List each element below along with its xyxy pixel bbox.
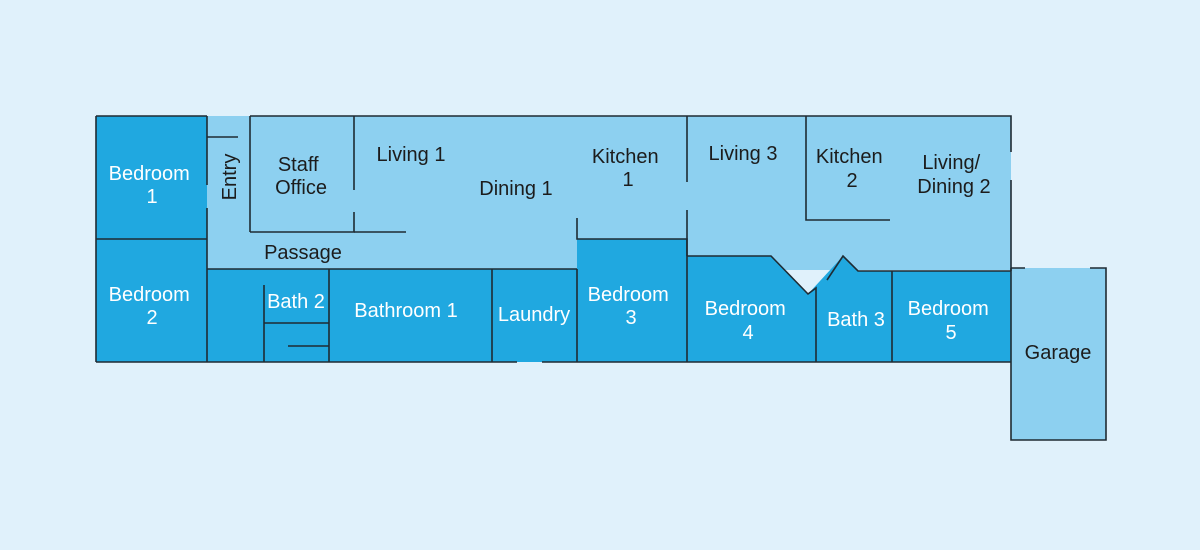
bedroom-3-label: Bedroom 3 xyxy=(588,284,675,329)
bathrooms-row-area xyxy=(207,269,577,362)
entry-walls xyxy=(207,116,251,232)
living-dining-2-label: Living/ Dining 2 xyxy=(917,152,990,198)
bath-2-label: Bath 2 xyxy=(267,291,325,313)
room-labels: Bedroom 1 Entry Staff Office Living 1 Di… xyxy=(109,143,1092,364)
garage-area xyxy=(1011,268,1106,440)
laundry-label: Laundry xyxy=(498,304,570,326)
bedroom-3-area[interactable] xyxy=(577,239,687,362)
kitchen-1-label: Kitchen 1 xyxy=(592,146,664,191)
bath-3-walls xyxy=(826,254,1011,362)
garage-walls xyxy=(1010,267,1107,441)
living-3-label: Living 3 xyxy=(709,143,778,165)
bedroom-5-label: Bedroom 5 xyxy=(908,298,995,344)
bathroom-1-label: Bathroom 1 xyxy=(354,300,457,322)
bedroom-2-label: Bedroom 2 xyxy=(109,284,196,329)
walls xyxy=(95,115,1107,441)
entry-label: Entry xyxy=(219,154,241,201)
living-1-label: Living 1 xyxy=(377,144,446,166)
bath-3-label: Bath 3 xyxy=(827,309,885,331)
bedroom-3-walls xyxy=(576,218,688,362)
bedroom-4-bath-3-bedroom-5-area xyxy=(687,256,1011,362)
bedroom-1-area[interactable] xyxy=(96,116,207,239)
bedroom-2-area[interactable] xyxy=(96,239,207,362)
kitchen-2-label: Kitchen 2 xyxy=(816,146,888,192)
garage-label: Garage xyxy=(1025,342,1092,364)
dining-1-label: Dining 1 xyxy=(479,178,552,200)
staff-office-label: Staff Office xyxy=(275,154,327,199)
bath-2-walls xyxy=(263,269,330,362)
laundry-walls xyxy=(491,269,578,362)
outer-wall-top xyxy=(96,115,1012,152)
bedroom-1-label: Bedroom 1 xyxy=(109,163,196,208)
bedroom-4-walls xyxy=(687,255,817,362)
bedroom-1-walls xyxy=(96,116,208,240)
kitchen-2-walls xyxy=(805,116,890,221)
bedroom-4-label: Bedroom 4 xyxy=(705,298,792,344)
room-fills xyxy=(96,116,1106,440)
passage-label: Passage xyxy=(264,242,342,264)
